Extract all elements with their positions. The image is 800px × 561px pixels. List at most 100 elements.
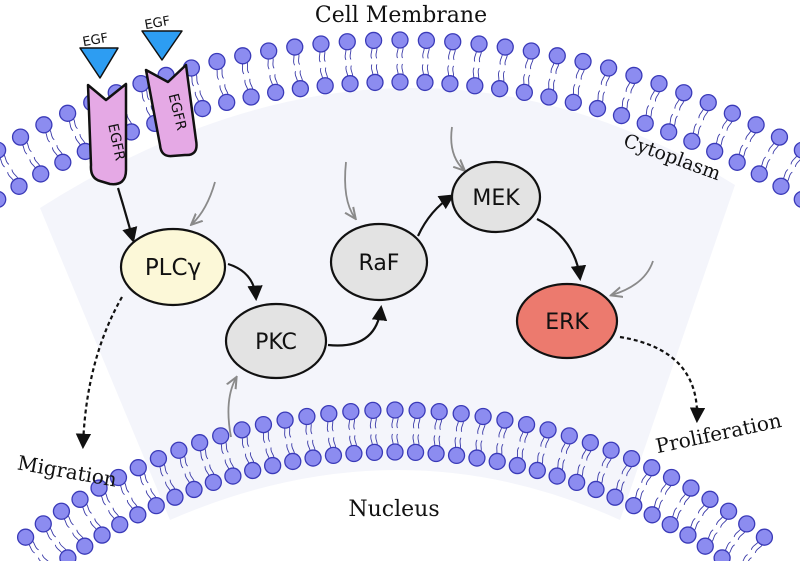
nuclear-membrane-lipid-head [474, 407, 492, 426]
egf-ligand-right: EGF [141, 14, 183, 61]
cell-membrane-lipid-head [338, 33, 356, 51]
nuclear-membrane-lipid-head [71, 490, 89, 508]
nuclear-membrane-lipid-head [719, 502, 738, 520]
cell-membrane-lipid-head [312, 35, 330, 53]
cell-membrane-lipid-head [699, 93, 717, 112]
node-raf-label: RaF [359, 251, 400, 276]
node-pkc-label: PKC [255, 330, 297, 355]
migration-label: Migration [16, 451, 119, 492]
cell-membrane-lipid-head [793, 191, 800, 208]
nuclear-membrane-lipid-head [548, 467, 566, 485]
nuclear-membrane-lipid-head [643, 459, 661, 477]
nuclear-membrane-lipid-head [233, 421, 251, 439]
egfr-receptor-right: EGFR [144, 63, 198, 158]
nuclear-membrane-lipid-head [34, 515, 52, 533]
nuclear-membrane-lipid-head [212, 427, 230, 445]
nuclear-membrane-lipid-head [488, 452, 506, 471]
cell-membrane-lipid-head [242, 88, 260, 106]
nuclear-membrane-lipid-head [568, 473, 586, 492]
input-arrow-pkc [228, 378, 236, 438]
nuclear-membrane-lipid-head [696, 537, 714, 555]
nuclear-membrane-lipid-head [244, 461, 262, 480]
cell-membrane-label: Cell Membrane [315, 3, 487, 28]
cell-membrane-lipid-head [750, 165, 768, 183]
nuclear-membrane-lipid-head [508, 456, 527, 475]
nuclear-membrane-lipid-head [661, 515, 679, 534]
nuclear-membrane-lipid-head [149, 449, 168, 468]
cell-membrane-lipid-head [574, 52, 592, 71]
nuclear-membrane-lipid-head [345, 444, 363, 463]
egfr-receptor-left: EGFR [86, 82, 128, 186]
cell-membrane-lipid-head [636, 114, 654, 132]
nuclear-membrane-lipid-head [224, 467, 242, 485]
cytoplasm-region [40, 87, 735, 520]
nuclear-membrane-lipid-head [59, 549, 77, 561]
nuclear-membrane-lipid-head [185, 480, 203, 499]
cell-membrane-lipid-head [364, 31, 383, 50]
cell-membrane-lipid-head [515, 83, 533, 102]
cell-membrane-lipid-head [793, 141, 800, 159]
cell-membrane-lipid-head [35, 116, 53, 134]
egf-ligand-left: EGF [79, 31, 119, 79]
nuclear-membrane-lipid-head [386, 401, 404, 419]
nuclear-membrane-lipid-head [263, 456, 282, 475]
arrow-raf-to-mek [417, 194, 455, 237]
nuclear-membrane-lipid-tail [37, 557, 41, 561]
nuclear-membrane-lipid-head [170, 441, 188, 459]
cell-membrane-lipid-head [470, 35, 488, 53]
cell-membrane-lipid-head [218, 93, 236, 112]
nuclear-membrane-lipid-head [76, 537, 94, 555]
nuclear-membrane-lipid-head [90, 479, 108, 497]
cell-membrane-lipid-head [548, 47, 566, 65]
cell-membrane-lipid-head [11, 128, 30, 146]
nuclear-membrane-lipid-head [427, 444, 445, 463]
egf-label-right: EGF [143, 14, 171, 33]
node-erk-label: ERK [545, 310, 589, 335]
nuclear-membrane-lipid-head [93, 526, 111, 544]
nuclear-membrane-lipid-head [52, 502, 71, 520]
arrow-egfr-to-plc [116, 187, 138, 243]
nuclear-membrane-lipid-head [129, 459, 147, 477]
nuclear-membrane-lipid-head [129, 506, 147, 524]
nuclear-membrane-lipid-head [528, 461, 546, 480]
nuclear-membrane-lipid-head [539, 421, 557, 439]
cell-membrane-lipid-head [234, 47, 252, 65]
nuclear-membrane-lipid-head [191, 434, 209, 452]
cell-membrane-lipid-head [706, 142, 724, 161]
nuclear-membrane-lipid-head [365, 443, 384, 462]
cell-membrane-lipid-head [316, 77, 334, 95]
cell-membrane-lipid-head [675, 84, 693, 102]
nuclear-membrane-lipid-head [254, 415, 273, 434]
cell-membrane-lipid-head [0, 191, 7, 208]
cell-membrane-lipid-head [564, 93, 582, 112]
arrow-pkc-to-raf [327, 304, 388, 347]
egfr-label-left: EGFR [104, 122, 127, 162]
input-arrow-raf [344, 161, 355, 218]
nuclear-membrane-lipid-head [643, 506, 661, 524]
nuclear-membrane-lipid-tail [41, 554, 49, 561]
nuclear-membrane-lipid-head [517, 415, 536, 434]
cell-membrane-lipid-head [723, 104, 742, 122]
nuclear-membrane-lipid-head [109, 468, 128, 487]
cell-membrane-lipid-head [260, 42, 278, 60]
cell-membrane-lipid-head [58, 104, 77, 122]
nuclear-membrane-lipid-head [496, 411, 514, 429]
nuclear-membrane-lipid-head [166, 488, 184, 506]
nuclear-membrane-bilayer [16, 401, 774, 561]
cell-membrane-lipid-head [208, 52, 226, 71]
cell-membrane-lipid-head [391, 31, 409, 49]
node-pkc: PKC [224, 302, 328, 380]
nuclear-membrane-lipid-head [452, 405, 470, 423]
nuclear-membrane-lipid-head [111, 515, 129, 534]
cell-membrane-lipid-tail [0, 156, 5, 168]
nuclear-membrane-lipid-head [560, 427, 578, 445]
input-arrow-erk [612, 260, 654, 295]
nuclear-membrane-lipid-head [755, 528, 774, 546]
cell-membrane-lipid-head [650, 75, 668, 93]
nuclear-membrane-lipid-head [738, 515, 756, 533]
nuclear-membrane-lipid-head [298, 407, 316, 426]
cell-membrane-lipid-head [747, 116, 765, 134]
nuclear-membrane-lipid-head [408, 401, 426, 420]
